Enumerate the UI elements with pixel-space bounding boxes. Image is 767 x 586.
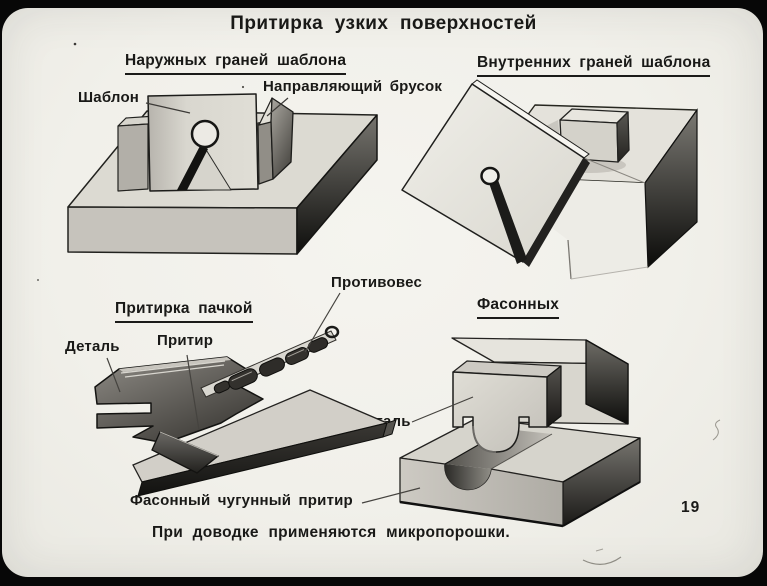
section-heading-pack: Притирка пачкой	[115, 300, 253, 323]
pack-top-highlight	[119, 357, 231, 372]
footer-note: При доводке применяются микропорошки.	[152, 524, 510, 541]
part-boss-shading	[472, 425, 497, 453]
outer-faces-illustration	[67, 93, 378, 255]
section-heading-inner-faces: Внутренних граней шаблона	[477, 54, 711, 77]
block-bottom-edge	[570, 266, 649, 280]
small-block-side	[616, 111, 630, 163]
label-template: Шаблон	[78, 89, 140, 106]
block-front-edge	[567, 239, 572, 280]
page-number: 19	[681, 499, 701, 516]
template-hole	[480, 166, 500, 186]
section-heading-shaped: Фасонных	[477, 296, 560, 319]
pack-foot-highlight	[159, 431, 219, 457]
template-hole	[190, 119, 220, 149]
slide-title: Притирка узких поверхностей	[230, 13, 537, 34]
lapping-plate-side-face	[296, 114, 378, 255]
label-pack-part: Деталь	[65, 338, 120, 355]
lapping-plate-front-face	[67, 206, 298, 255]
lap-bottom-edge	[399, 500, 564, 528]
template-notch-shadow	[489, 180, 527, 264]
groove-end-opening	[444, 464, 491, 490]
guide-bar-side	[270, 97, 294, 180]
counterweight-hook	[324, 325, 340, 339]
lap-bottom-edge-right	[562, 481, 641, 527]
label-guide-bar: Направляющий брусок	[263, 78, 443, 95]
template-bottom-edge-shadow	[523, 158, 590, 267]
leader-lines-shaped	[361, 396, 474, 504]
template-v-notch-shadow	[177, 144, 208, 190]
corner-block-dark-face	[644, 108, 698, 269]
groove-rim-right	[490, 433, 553, 470]
label-counterweight: Противовес	[331, 274, 422, 291]
leader-lines-outer	[145, 97, 289, 117]
back-block-dark-side	[585, 339, 629, 425]
leader-lines-pack	[106, 292, 341, 431]
inner-corner-crease	[583, 157, 646, 184]
shaped-part-side	[546, 365, 562, 428]
guide-bar-top	[258, 97, 273, 126]
pack-lapping-illustration	[94, 292, 397, 497]
shaped-lapping-illustration	[361, 337, 641, 528]
section-heading-outer-faces: Наружных граней шаблона	[125, 52, 347, 75]
label-shaped-lap: Фасонный чугунный притир	[130, 492, 353, 509]
inner-faces-illustration	[401, 79, 698, 280]
counterweight-weights	[213, 337, 329, 394]
label-pack-lap: Притир	[157, 332, 214, 349]
pack-layer-lines	[120, 360, 226, 378]
flat-lap-corner-facet	[382, 419, 397, 438]
clamp-block-front	[117, 123, 149, 192]
